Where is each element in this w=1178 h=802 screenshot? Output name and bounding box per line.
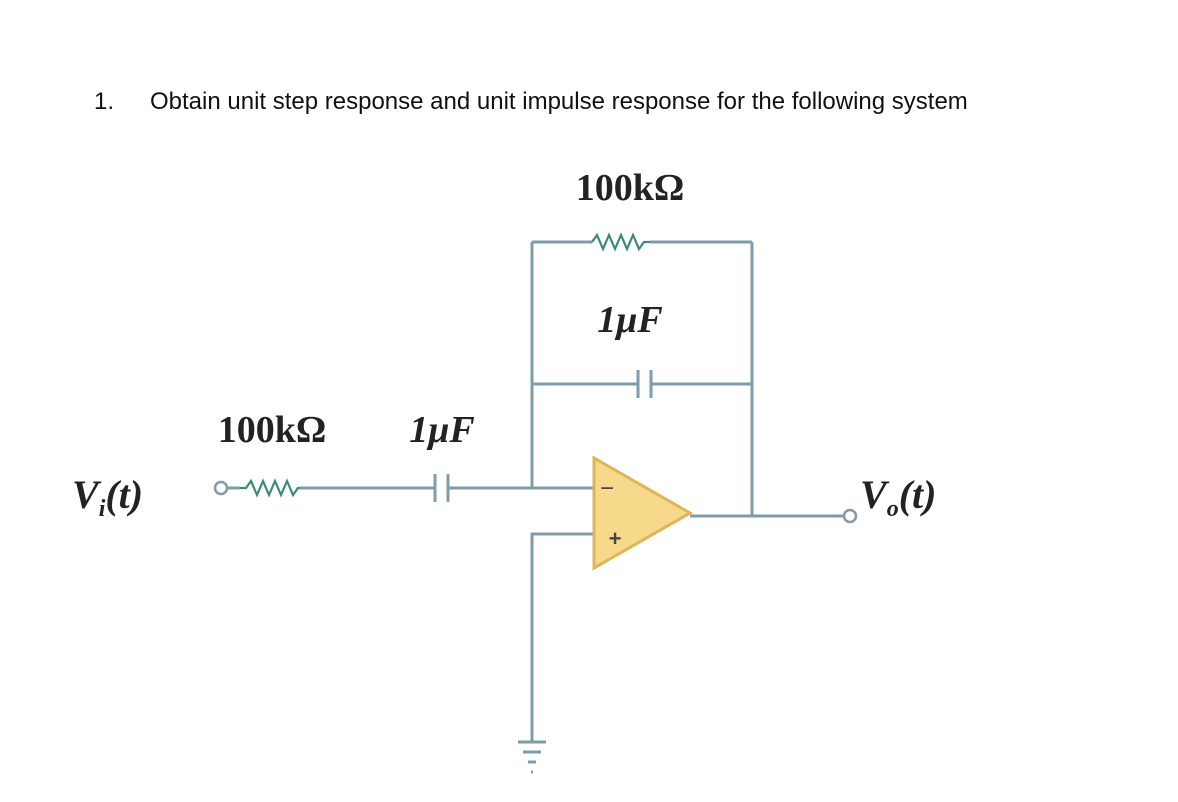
ground-symbol [518, 718, 546, 774]
feedback-wires [530, 242, 754, 516]
noninverting-input-wire [530, 532, 594, 718]
question-text: Obtain unit step response and unit impul… [150, 88, 968, 115]
question: 1. Obtain unit step response and unit imp… [94, 88, 968, 116]
feedback-capacitor [532, 370, 752, 398]
opamp-noninverting-sign: + [609, 526, 622, 551]
input-resistor [240, 478, 304, 498]
feedback-resistor-label: 100kΩ [576, 167, 685, 209]
output-terminal [842, 508, 858, 524]
feedback-resistor [532, 232, 752, 252]
question-number: 1. [94, 88, 115, 115]
input-resistor-label: 100kΩ [218, 409, 327, 451]
output-voltage-label: Vo(t) [860, 472, 936, 522]
input-capacitor [433, 474, 450, 502]
input-capacitor-label: 1μF [409, 409, 474, 451]
input-voltage-label: Vi(t) [72, 472, 143, 522]
feedback-capacitor-label: 1μF [597, 299, 662, 341]
opamp: − + [592, 455, 694, 571]
input-terminal [213, 480, 229, 496]
opamp-inverting-sign: − [600, 475, 614, 502]
